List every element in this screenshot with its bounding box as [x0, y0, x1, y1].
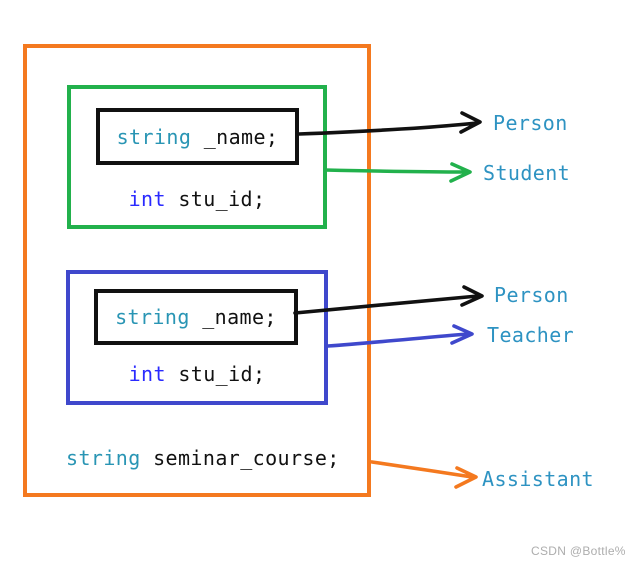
class-label-assistant: Assistant — [482, 467, 594, 491]
class-label-teacher: Teacher — [487, 323, 575, 347]
type-keyword: string — [116, 124, 192, 149]
member-field-stu-id: int stu_id; — [70, 361, 324, 387]
member-identifier: seminar_course; — [153, 446, 340, 470]
member-identifier: stu_id; — [178, 187, 266, 211]
member-identifier: stu_id; — [178, 362, 266, 386]
teacher-subobject-box: string _name; int stu_id; — [66, 270, 328, 405]
member-field-name: string _name; — [115, 304, 277, 330]
type-keyword: int — [128, 187, 166, 211]
type-keyword: string — [115, 305, 190, 329]
person-subobject-box: string _name; — [96, 108, 299, 165]
class-label-person: Person — [494, 283, 569, 307]
member-identifier: _name; — [202, 305, 277, 329]
class-label-student: Student — [483, 161, 571, 185]
type-keyword: string — [66, 446, 141, 470]
member-field-name: string _name; — [117, 124, 279, 150]
member-identifier: _name; — [203, 124, 279, 149]
arrow-assistant — [370, 460, 478, 489]
assistant-object-box: string _name; int stu_id; string _name; … — [23, 44, 371, 497]
csdn-watermark: CSDN @Bottle% — [531, 544, 626, 558]
person-subobject-box: string _name; — [94, 289, 298, 345]
member-field-seminar-course: string seminar_course; — [66, 445, 340, 471]
student-subobject-box: string _name; int stu_id; — [67, 85, 327, 229]
type-keyword: int — [128, 362, 166, 386]
class-label-person: Person — [493, 111, 568, 135]
member-field-stu-id: int stu_id; — [71, 186, 323, 212]
